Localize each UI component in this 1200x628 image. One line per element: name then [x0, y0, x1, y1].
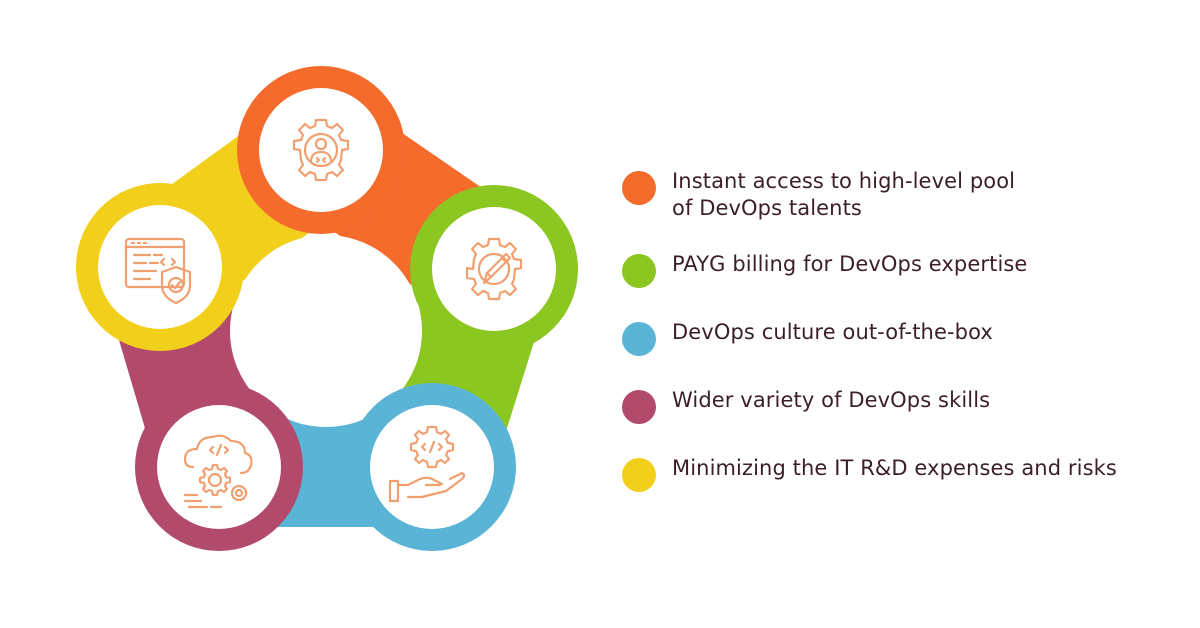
ring-inner [98, 205, 222, 329]
node-right-ring [410, 185, 578, 353]
legend-label: Instant access to high-level pool of Dev… [672, 169, 1016, 220]
ring-inner [157, 405, 281, 529]
legend: Instant access to high-level pool of Dev… [622, 168, 1182, 492]
blue-dot-icon [622, 322, 656, 356]
yellow-dot-icon [622, 458, 656, 492]
center-hole [230, 235, 422, 427]
legend-item-devops-culture: DevOps culture out-of-the-box [622, 319, 1182, 356]
browser-shield-icon [124, 237, 192, 305]
legend-label: Minimizing the IT R&D expenses and risks [672, 456, 1117, 480]
green-dot-icon [622, 254, 656, 288]
node-left-ring [76, 183, 244, 351]
cloud-gears-icon [183, 434, 253, 509]
gear-person-icon [292, 118, 350, 182]
icon-layer [124, 118, 523, 509]
legend-label: Wider variety of DevOps skills [672, 388, 991, 412]
orange-dot-icon [622, 171, 656, 205]
legend-item-rd-expenses: Minimizing the IT R&D expenses and risks [622, 455, 1182, 492]
legend-label: PAYG billing for DevOps expertise [672, 252, 1028, 276]
hand-gear-code-icon [388, 425, 466, 503]
maroon-dot-icon [622, 390, 656, 424]
legend-label: DevOps culture out-of-the-box [672, 320, 993, 344]
node-bottom-left-ring [135, 383, 303, 551]
legend-item-talent-pool: Instant access to high-level pool of Dev… [622, 168, 1182, 222]
legend-item-devops-skills: Wider variety of DevOps skills [622, 387, 1182, 424]
ring-inner [432, 207, 556, 331]
gear-pencil-icon [465, 237, 523, 301]
five-node-cycle-diagram [76, 66, 578, 551]
legend-item-payg-billing: PAYG billing for DevOps expertise [622, 251, 1182, 288]
